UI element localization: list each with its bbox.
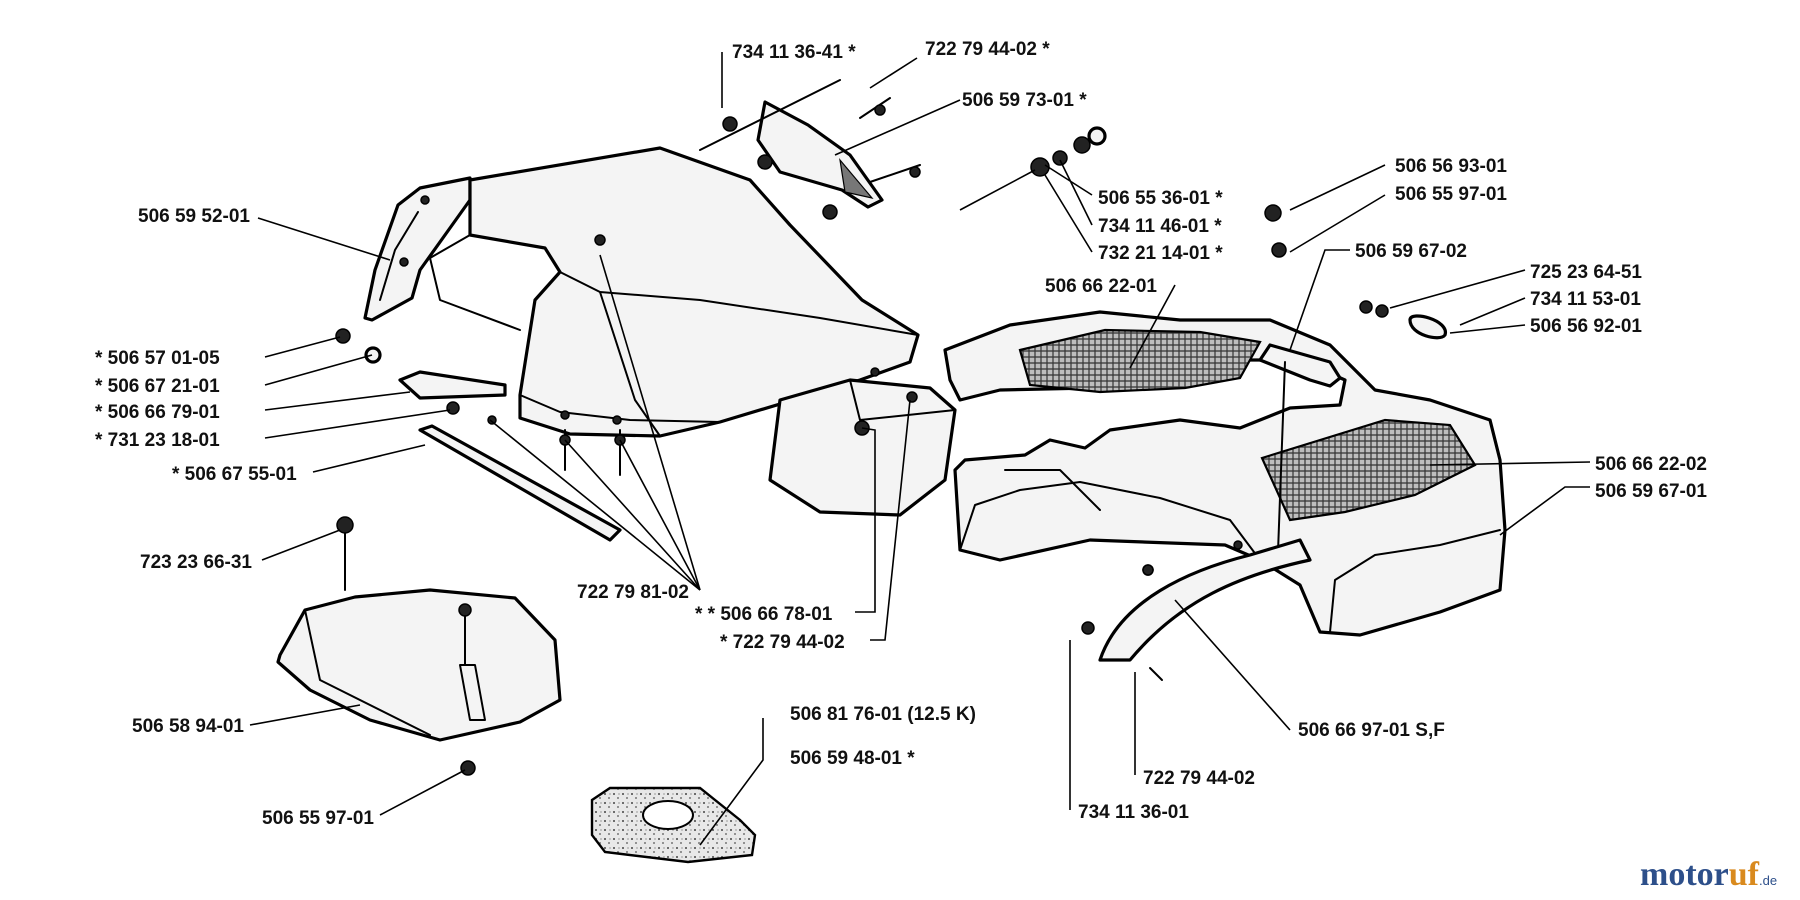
label-734-11-53-01: 734 11 53-01	[1530, 289, 1641, 310]
console-box	[768, 378, 957, 517]
label-732-21-14-01: 732 21 14-01 *	[1098, 243, 1223, 264]
seat-pan-506-58-94-01	[276, 516, 562, 776]
label-506-57-01-05: * 506 57 01-05	[95, 348, 220, 369]
label-506-66-22-02: 506 66 22-02	[1595, 454, 1707, 475]
bracket-506-59-52-01	[363, 176, 472, 322]
part-labels: 734 11 36-41 * 722 79 44-02 * 506 59 73-…	[95, 39, 1707, 829]
label-506-56-93-01: 506 56 93-01	[1395, 156, 1507, 177]
label-722-79-81-02: 722 79 81-02	[577, 582, 689, 603]
label-734-11-36-01: 734 11 36-01	[1078, 802, 1189, 823]
label-506-66-79-01: * 506 66 79-01	[95, 402, 220, 423]
leader-lines	[249, 52, 1591, 846]
svg-text:motoruf.de: motoruf.de	[1640, 856, 1777, 893]
label-506-55-97-01-bottom: 506 55 97-01	[262, 808, 374, 829]
floor-mat-506-66-22-02	[1260, 418, 1477, 522]
label-725-23-64-51: 725 23 64-51	[1530, 262, 1642, 283]
label-506-59-73-01: 506 59 73-01 *	[962, 90, 1087, 111]
label-731-23-18-01: * 731 23 18-01	[95, 430, 220, 451]
watermark-suffix: .de	[1759, 873, 1777, 888]
watermark-logo: motoruf.de	[1640, 856, 1777, 893]
watermark-part2: uf	[1729, 856, 1760, 893]
label-506-55-97-01-top: 506 55 97-01	[1395, 184, 1507, 205]
label-506-58-94-01: 506 58 94-01	[132, 716, 244, 737]
label-734-11-36-41: 734 11 36-41 *	[732, 42, 856, 63]
top-bracket-506-59-73-01	[699, 79, 921, 220]
label-506-66-97-01: 506 66 97-01 S,F	[1298, 720, 1445, 741]
label-723-23-66-31: 723 23 66-31	[140, 552, 252, 573]
label-734-11-46-01: 734 11 46-01 *	[1098, 216, 1222, 237]
label-506-59-67-01: 506 59 67-01	[1595, 481, 1707, 502]
label-506-55-36-01: 506 55 36-01 *	[1098, 188, 1223, 209]
strip-506-67-55-01	[418, 424, 622, 542]
mudflap-506-66-97-01	[1081, 538, 1312, 681]
label-722-79-44-02-bottom: 722 79 44-02	[1143, 768, 1255, 789]
hood-cover	[429, 146, 920, 438]
label-506-66-78-01: * * 506 66 78-01	[695, 604, 833, 625]
watermark-part1: motor	[1640, 856, 1729, 893]
label-506-66-22-01: 506 66 22-01	[1045, 276, 1157, 297]
label-506-67-21-01: * 506 67 21-01	[95, 376, 220, 397]
label-506-59-48-01: 506 59 48-01 *	[790, 748, 915, 769]
label-506-59-67-02: 506 59 67-02	[1355, 241, 1467, 262]
label-506-56-92-01: 506 56 92-01	[1530, 316, 1642, 337]
rail-506-59-67-02	[1258, 343, 1342, 553]
label-722-79-44-02-mid: * 722 79 44-02	[720, 632, 845, 653]
floor-mat-506-66-22-01	[1018, 328, 1262, 394]
label-722-79-44-02-top: 722 79 44-02 *	[925, 39, 1050, 60]
knob-hardware	[1030, 126, 1447, 340]
label-506-67-55-01: * 506 67 55-01	[172, 464, 297, 485]
label-506-81-76-01: 506 81 76-01 (12.5 K)	[790, 704, 976, 725]
foam-block-506-59-48-01	[590, 786, 757, 864]
label-506-59-52-01: 506 59 52-01	[138, 206, 250, 227]
